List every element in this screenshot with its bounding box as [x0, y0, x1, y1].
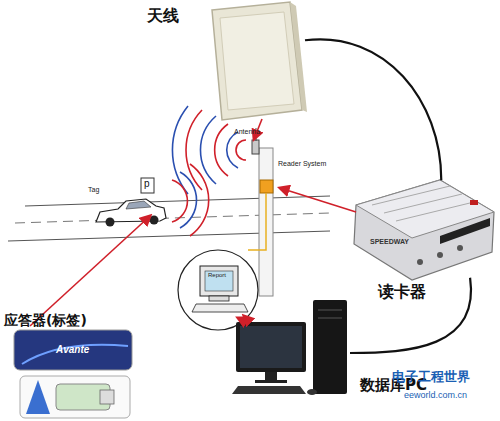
- node-label: 应答器(标签): [4, 312, 87, 330]
- database-pc: [232, 300, 347, 395]
- cable-connector: [305, 39, 441, 180]
- report-computer: [178, 250, 258, 330]
- part-label: Antenna: [234, 128, 260, 135]
- antenna-panel: [212, 2, 307, 120]
- pc-node: 数据库PC: [232, 298, 350, 398]
- watermark: 电子工程世界: [392, 368, 470, 386]
- tag-node: 应答器(标签): [4, 312, 144, 420]
- road: [8, 196, 330, 241]
- tag-cards: [14, 330, 132, 418]
- screen-label: Report: [208, 272, 226, 278]
- radio-waves: [172, 106, 246, 236]
- reader-node: 读卡器: [352, 176, 496, 282]
- node-label: 读卡器: [378, 282, 426, 303]
- leader-arrows: [30, 119, 356, 326]
- part-label: Reader System: [278, 160, 326, 167]
- card-logo: Avante: [56, 344, 89, 355]
- device-brand: SPEEDWAY: [370, 238, 409, 245]
- parking-sign: [141, 178, 154, 193]
- reader-device: [354, 180, 494, 280]
- cable-connector: [350, 278, 471, 353]
- part-label: Tag: [88, 186, 99, 193]
- antenna-node: 天线: [205, 0, 305, 122]
- car: [96, 199, 166, 227]
- sign-letter: p: [144, 178, 150, 189]
- node-label: 天线: [147, 6, 179, 27]
- watermark: eeworld.com.cn: [404, 390, 467, 400]
